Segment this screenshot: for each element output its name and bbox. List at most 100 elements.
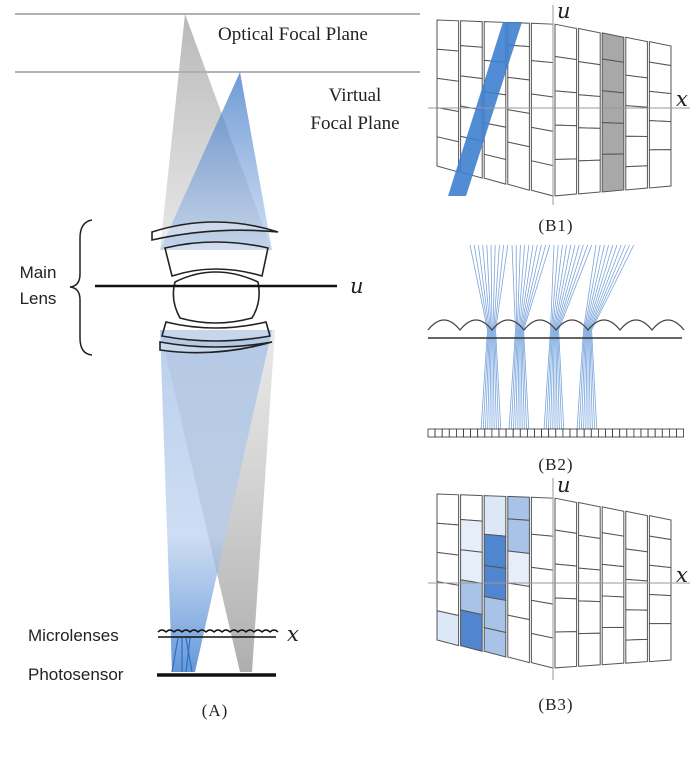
- grid-cell: [648, 149, 672, 189]
- sensor-pixel: [463, 428, 471, 438]
- sensor-pixel: [647, 428, 656, 438]
- sensor-pixel: [583, 428, 592, 438]
- light-ray: [578, 329, 585, 431]
- sensor-pixel: [619, 428, 628, 438]
- photosensor-label: Photosensor: [28, 665, 124, 684]
- sensor-pixel: [448, 428, 457, 438]
- main-lens: [151, 221, 279, 354]
- grid-cell: [625, 105, 648, 137]
- light-ray: [490, 244, 493, 331]
- grid-cell: [578, 27, 601, 66]
- u-label-b1: u: [557, 0, 571, 23]
- light-ray: [589, 244, 626, 331]
- ray-space-grid-b3: [436, 493, 672, 669]
- light-ray: [554, 244, 576, 331]
- grid-cell: [648, 90, 672, 123]
- grid-cell: [530, 566, 554, 605]
- light-ray: [520, 329, 523, 431]
- main-lens-brace: [69, 219, 93, 356]
- sensor-pixel: [605, 428, 613, 438]
- light-ray: [492, 244, 496, 331]
- light-ray: [548, 329, 553, 431]
- sensor-pixel: [470, 428, 479, 438]
- grid-cell: [530, 93, 554, 132]
- caption-b1: (B1): [538, 216, 573, 235]
- light-ray: [584, 244, 601, 331]
- light-ray: [482, 329, 489, 431]
- light-ray: [543, 329, 551, 431]
- grid-cell: [483, 495, 507, 537]
- light-ray: [590, 244, 630, 331]
- grid-cell: [578, 94, 601, 129]
- light-ray: [478, 244, 490, 331]
- grid-cell: [625, 609, 648, 641]
- light-ray: [523, 329, 530, 431]
- grid-cell: [460, 45, 483, 80]
- optical-focal-plane-label: Optical Focal Plane: [218, 24, 368, 45]
- light-ray: [552, 329, 555, 431]
- sensor-pixel: [527, 428, 535, 438]
- microlenses-label: Microlenses: [28, 626, 119, 645]
- grid-cell: [648, 41, 672, 67]
- light-ray: [588, 244, 622, 331]
- u-label-b3: u: [557, 473, 571, 497]
- light-ray: [519, 244, 534, 331]
- light-ray: [513, 329, 518, 431]
- light-ray: [558, 244, 593, 331]
- grid-cell: [460, 494, 483, 522]
- panel-b3: u x (B3): [428, 473, 690, 714]
- light-ray: [518, 244, 530, 331]
- blue-ray-band: [448, 22, 522, 196]
- grid-cell: [460, 609, 483, 652]
- grid-cell: [578, 632, 601, 667]
- light-ray: [557, 244, 588, 331]
- light-ray: [558, 329, 565, 431]
- panel-a: Optical Focal Plane Virtual Focal Plane …: [15, 13, 420, 720]
- grid-cell: [530, 632, 554, 669]
- grid-cell: [648, 593, 672, 625]
- grid-cell: [436, 48, 460, 82]
- grid-cell: [578, 567, 601, 603]
- grid-cell: [578, 61, 601, 98]
- light-ray: [522, 329, 527, 431]
- grid-cell: [601, 532, 625, 568]
- x-label-b1: x: [676, 87, 688, 111]
- sensor-pixel: [498, 428, 507, 438]
- grid-cell: [578, 600, 601, 635]
- light-ray: [517, 329, 520, 431]
- grid-cell: [601, 563, 625, 598]
- grid-cell: [436, 19, 460, 52]
- grid-cell: [601, 90, 625, 124]
- x-axis-label: x: [287, 622, 299, 646]
- light-ray: [557, 329, 562, 431]
- light-ray: [585, 244, 609, 331]
- grid-cell: [554, 497, 578, 534]
- caption-a: (A): [202, 701, 229, 720]
- grid-cell: [648, 564, 672, 597]
- panel-b2: (B2): [427, 244, 685, 474]
- sensor-pixel: [541, 428, 550, 438]
- grid-cell: [483, 533, 507, 569]
- sensor-pixel: [654, 428, 663, 438]
- light-ray: [551, 244, 559, 331]
- grid-cell: [483, 153, 507, 185]
- light-ray: [591, 329, 598, 431]
- light-ray: [556, 244, 584, 331]
- x-label-b3: x: [676, 563, 688, 587]
- light-ray: [508, 329, 516, 431]
- grid-cell: [601, 595, 625, 629]
- sensor-pixel: [548, 428, 557, 438]
- caption-b2: (B2): [538, 455, 573, 474]
- grid-cell: [601, 506, 625, 537]
- light-ray: [521, 329, 525, 431]
- light-ray: [576, 329, 584, 431]
- light-ray: [516, 244, 521, 331]
- grid-cell: [460, 549, 483, 585]
- grid-cell: [601, 122, 625, 155]
- sensor-pixel: [491, 428, 500, 438]
- grid-cell: [648, 535, 672, 569]
- light-ray: [495, 329, 502, 431]
- light-ray: [517, 244, 525, 331]
- grid-cell: [648, 515, 672, 541]
